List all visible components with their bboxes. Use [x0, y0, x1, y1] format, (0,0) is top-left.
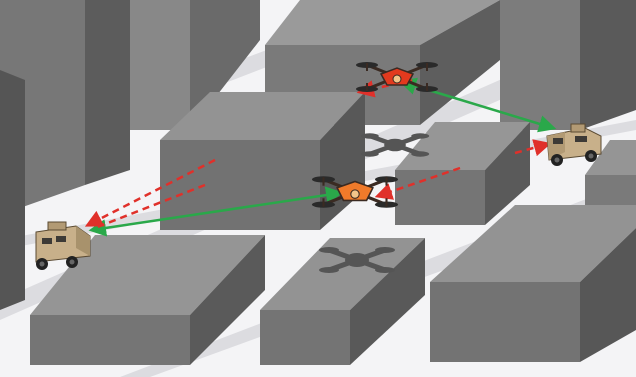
building-front-center [260, 238, 425, 365]
vehicle-left-armored-vehicle-icon [35, 221, 91, 270]
uav-2-quadcopter-icon [310, 174, 400, 210]
building-middle-right [395, 122, 530, 225]
building-far-right [585, 140, 636, 205]
building-front-right [430, 205, 636, 362]
jam-to-vehicle-left-b [94, 183, 206, 230]
building-left-edge [0, 70, 25, 310]
jam-to-vehicle-right [514, 139, 552, 157]
building-middle-left [160, 92, 365, 230]
uav-1-quadcopter-icon [354, 60, 440, 94]
building-back-right [500, 0, 636, 130]
link-uav2-to-vehicle-left [88, 186, 344, 237]
vehicle-right-armored-vehicle-icon [546, 123, 602, 166]
jam-vehicle-right-to-uav1 [356, 78, 413, 98]
jam-to-uav2 [374, 166, 461, 200]
